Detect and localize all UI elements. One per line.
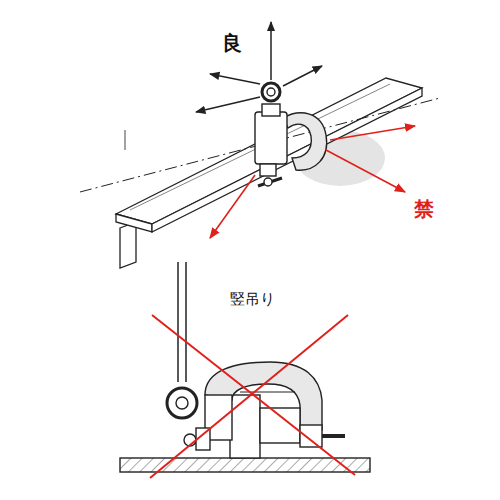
beam-scene [80, 22, 440, 268]
plate [230, 395, 260, 458]
prohibition-cross [150, 315, 355, 478]
prohibited-label: 禁 [414, 198, 434, 220]
beam-web [120, 222, 136, 268]
base-plate [120, 458, 370, 472]
allowed-arrows [196, 22, 322, 112]
good-label: 良 [222, 32, 242, 54]
heading-label: 竪吊り [230, 291, 275, 308]
center-line [80, 98, 440, 192]
vertical-lift-scene [120, 262, 370, 472]
beam-clamp [255, 83, 327, 186]
prohibited-arrows [210, 126, 415, 238]
beam-flange [116, 78, 422, 224]
